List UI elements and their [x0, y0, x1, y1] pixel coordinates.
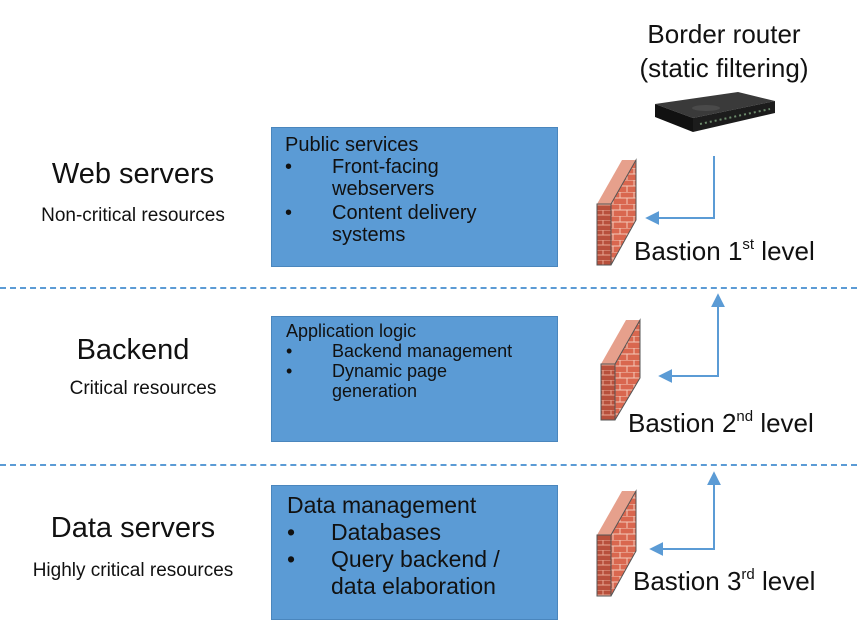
bastion-suffix: level — [754, 236, 815, 266]
list-item: Databases — [287, 519, 551, 546]
bastion-label-1: Bastion 1st level — [634, 236, 815, 267]
box-list: Databases Query backend / data elaborati… — [287, 519, 557, 600]
firewall-icon — [600, 318, 641, 421]
list-item: Backend management — [286, 341, 552, 361]
tier-divider — [0, 464, 857, 466]
router-label-line1: Border router — [647, 19, 801, 49]
list-item: Content delivery systems — [285, 202, 522, 246]
router-label-line2: (static filtering) — [639, 53, 809, 83]
border-router-label: Border router (static filtering) — [608, 17, 840, 85]
box-list: Front-facing webservers Content delivery… — [285, 156, 557, 246]
bastion-ordinal: st — [742, 236, 755, 253]
router-icon — [655, 92, 775, 132]
list-item: Dynamic page generation — [286, 361, 482, 401]
list-item: Query backend / data elaboration — [287, 546, 546, 600]
bastion-ordinal: rd — [741, 566, 755, 583]
box-heading: Data management — [287, 492, 477, 518]
data-management-box: Data management Databases Query backend … — [271, 485, 558, 620]
bastion-label-2: Bastion 2nd level — [628, 408, 814, 439]
flow-arrow — [658, 293, 725, 383]
bastion-prefix: Bastion 2 — [628, 408, 737, 438]
box-list: Backend management Dynamic page generati… — [286, 341, 557, 401]
tier-subtitle-data-servers: Highly critical resources — [32, 560, 234, 581]
bastion-prefix: Bastion 3 — [633, 566, 742, 596]
application-logic-box: Application logic Backend management Dyn… — [271, 316, 558, 442]
tier-title-web-servers: Web servers — [51, 158, 215, 190]
flow-arrow — [649, 471, 721, 556]
box-heading: Public services — [285, 134, 419, 156]
bastion-label-3: Bastion 3rd level — [633, 566, 815, 597]
tier-title-data-servers: Data servers — [50, 512, 216, 544]
bastion-ordinal: nd — [736, 408, 754, 425]
tier-title-backend: Backend — [76, 334, 190, 366]
tier-divider — [0, 287, 857, 289]
tier-subtitle-backend: Critical resources — [69, 378, 217, 399]
list-item: Front-facing webservers — [285, 156, 492, 200]
firewall-icon — [596, 489, 637, 597]
public-services-box: Public services Front-facing webservers … — [271, 127, 558, 267]
flow-arrow — [645, 156, 715, 225]
bastion-suffix: level — [754, 566, 816, 596]
box-heading: Application logic — [286, 321, 417, 341]
firewall-icon — [596, 158, 637, 266]
tier-subtitle-web-servers: Non-critical resources — [41, 205, 225, 226]
bastion-prefix: Bastion 1 — [634, 236, 743, 266]
bastion-suffix: level — [753, 408, 814, 438]
